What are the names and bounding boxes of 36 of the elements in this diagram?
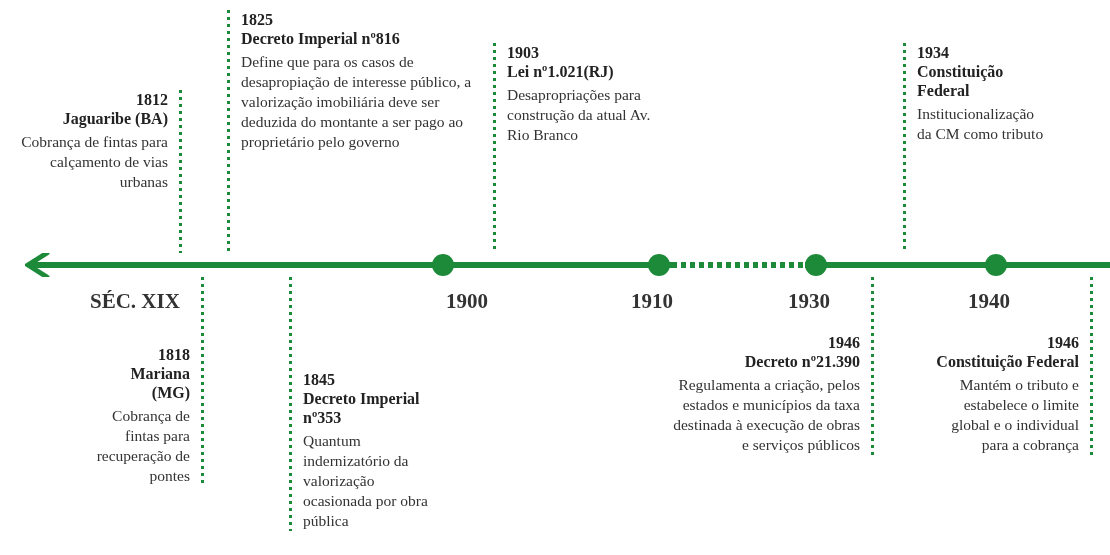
event-year: 1946 xyxy=(1046,333,1079,352)
event-description: Cobrança de fintas para recuperação de pontes xyxy=(95,406,190,486)
timeline-axis xyxy=(25,253,1110,277)
event-year: 1818 xyxy=(157,345,190,364)
event-year: 1934 xyxy=(917,43,950,62)
event-title: Jaguaribe (BA) xyxy=(61,109,168,128)
event-description: Quantum indernizatório da valorização ocasionada por obra pública xyxy=(303,431,429,531)
period-label: 1940 xyxy=(968,289,1010,314)
event-title: Decreto nº21.390 xyxy=(743,352,860,371)
leader-line xyxy=(227,10,230,253)
leader-line xyxy=(201,277,204,486)
event-title: Mariana (MG) xyxy=(129,364,190,402)
event-description: Mantém o tributo e estabelece o limite global e o individual para a cobrança xyxy=(950,375,1079,455)
leader-line xyxy=(179,90,182,253)
period-label: 1930 xyxy=(788,289,830,314)
period-label: 1900 xyxy=(446,289,488,314)
event-year: 1845 xyxy=(303,370,336,389)
event-title: Constituição Federal xyxy=(935,352,1079,371)
event-year: 1825 xyxy=(241,10,274,29)
event-title: Decreto Imperial nº353 xyxy=(303,389,421,427)
event-description: Define que para os casos de desapropiação de interesse público, a valorização imobiliária deve ser deduzida do montante a ser pago ao proprietário pelo governo xyxy=(241,52,473,152)
event-description: Institucionalização da CM como tributo xyxy=(917,104,1045,144)
event-title: Lei nº1.021(RJ) xyxy=(507,62,615,81)
event-description: Regulamenta a criação, pelos estados e municípios da taxa destinada à execução de obras e serviços públicos xyxy=(672,375,860,455)
leader-line xyxy=(871,277,874,455)
event-description: Cobrança de fintas para calçamento de vias urbanas xyxy=(20,132,168,192)
event-title: Constituição Federal xyxy=(917,62,1005,100)
period-label: 1910 xyxy=(631,289,673,314)
leader-line xyxy=(1090,277,1093,455)
event-year: 1812 xyxy=(135,90,168,109)
period-label: SÉC. XIX xyxy=(90,289,180,314)
event-title: Decreto Imperial nº816 xyxy=(241,29,401,48)
event-year: 1946 xyxy=(827,333,860,352)
event-description: Desapropriações para construção da atual Av. Rio Branco xyxy=(507,85,652,145)
leader-line xyxy=(289,277,292,531)
event-year: 1903 xyxy=(507,43,540,62)
